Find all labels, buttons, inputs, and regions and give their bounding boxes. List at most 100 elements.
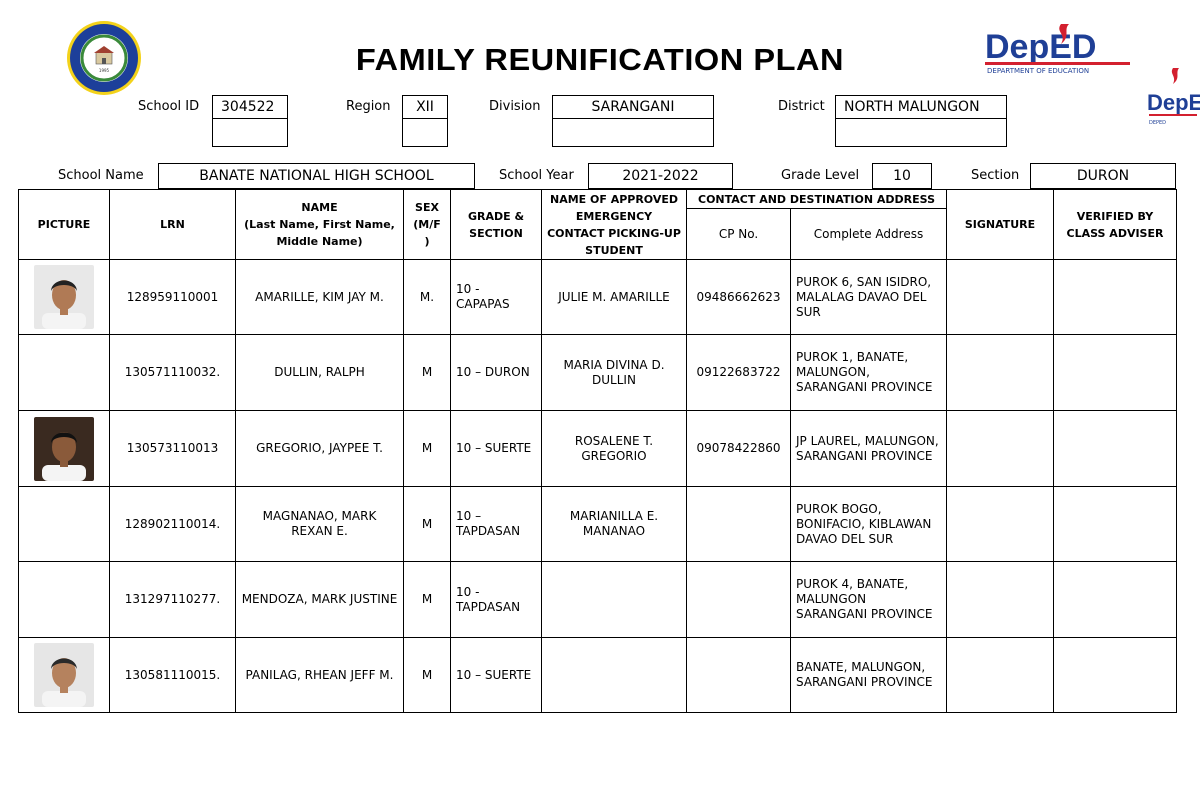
cell-grade: 10 - CAPAPAS	[450, 259, 542, 335]
cell-cp	[686, 486, 791, 562]
cell-picture	[18, 486, 110, 562]
cell-signature	[946, 410, 1054, 487]
cell-signature	[946, 259, 1054, 335]
cell-contact	[541, 561, 687, 638]
cell-contact: MARIA DIVINA D. DULLIN	[541, 334, 687, 411]
school-id-field-extra	[212, 119, 288, 147]
cell-sex: M	[403, 637, 451, 713]
cell-name: MENDOZA, MARK JUSTINE	[235, 561, 404, 638]
cell-address: BANATE, MALUNGON, SARANGANI PROVINCE	[790, 637, 947, 713]
division-field: SARANGANI	[552, 95, 714, 119]
grade-level-field: 10	[872, 163, 932, 189]
header-name: NAME (Last Name, First Name, Middle Name…	[235, 189, 404, 260]
header-grade-section: GRADE & SECTION	[450, 189, 542, 260]
cell-verified	[1053, 334, 1177, 411]
cell-verified	[1053, 561, 1177, 638]
division-field-extra	[552, 119, 714, 147]
cell-grade: 10 – TAPDASAN	[450, 486, 542, 562]
cell-name: AMARILLE, KIM JAY M.	[235, 259, 404, 335]
svg-text:DEPED: DEPED	[1149, 120, 1166, 126]
school-seal-logo: 1995	[66, 20, 142, 96]
cell-picture	[18, 259, 110, 335]
school-id-field: 304522	[212, 95, 288, 119]
school-name-label: School Name	[58, 168, 144, 183]
cell-grade: 10 – DURON	[450, 334, 542, 411]
student-photo	[34, 416, 94, 481]
division-label: Division	[489, 99, 541, 114]
svg-text:DepED: DepED	[1147, 90, 1200, 115]
cell-grade: 10 - TAPDASAN	[450, 561, 542, 638]
cell-sex: M	[403, 486, 451, 562]
grade-level-label: Grade Level	[781, 168, 860, 183]
cell-contact: JULIE M. AMARILLE	[541, 259, 687, 335]
cell-picture	[18, 410, 110, 487]
school-year-label: School Year	[499, 168, 574, 183]
cell-address: PUROK 1, BANATE, MALUNGON, SARANGANI PRO…	[790, 334, 947, 411]
district-field-extra	[835, 119, 1007, 147]
region-field: XII	[402, 95, 448, 119]
header-emergency-contact: NAME OF APPROVED EMERGENCY CONTACT PICKI…	[541, 189, 687, 260]
cell-address: PUROK 4, BANATE, MALUNGON SARANGANI PROV…	[790, 561, 947, 638]
cell-cp: 09122683722	[686, 334, 791, 411]
cell-lrn: 128902110014.	[109, 486, 236, 562]
cell-cp	[686, 637, 791, 713]
cell-name: GREGORIO, JAYPEE T.	[235, 410, 404, 487]
cell-signature	[946, 561, 1054, 638]
deped-small-logo: DepED DEPED	[1143, 66, 1200, 136]
deped-sub-label: DEPARTMENT OF EDUCATION	[987, 67, 1089, 75]
cell-sex: M.	[403, 259, 451, 335]
cell-sex: M	[403, 410, 451, 487]
cell-name: PANILAG, RHEAN JEFF M.	[235, 637, 404, 713]
cell-sex: M	[403, 561, 451, 638]
header-picture: PICTURE	[18, 189, 110, 260]
cell-contact: MARIANILLA E. MANANAO	[541, 486, 687, 562]
school-id-label: School ID	[138, 99, 200, 114]
header-cp-no: CP No.	[686, 208, 791, 260]
district-label: District	[778, 99, 825, 114]
cell-name: DULLIN, RALPH	[235, 334, 404, 411]
header-sex: SEX (M/F )	[403, 189, 451, 260]
cell-lrn: 130573110013	[109, 410, 236, 487]
district-field: NORTH MALUNGON	[835, 95, 1007, 119]
cell-grade: 10 – SUERTE	[450, 410, 542, 487]
header-contact-group: CONTACT AND DESTINATION ADDRESS	[686, 189, 947, 209]
header-name-sub: (Last Name, First Name, Middle Name)	[244, 218, 395, 248]
cell-picture	[18, 637, 110, 713]
header-signature: SIGNATURE	[946, 189, 1054, 260]
cell-cp	[686, 561, 791, 638]
cell-signature	[946, 486, 1054, 562]
cell-cp: 09486662623	[686, 259, 791, 335]
cell-picture	[18, 561, 110, 638]
cell-verified	[1053, 410, 1177, 487]
student-photo	[34, 265, 94, 329]
header-name-title: NAME	[301, 201, 338, 214]
cell-lrn: 130571110032.	[109, 334, 236, 411]
cell-sex: M	[403, 334, 451, 411]
cell-verified	[1053, 637, 1177, 713]
cell-lrn: 130581110015.	[109, 637, 236, 713]
deped-logo: DepED DEPARTMENT OF EDUCATION	[983, 22, 1133, 78]
school-year-field: 2021-2022	[588, 163, 733, 189]
page-title: FAMILY REUNIFICATION PLAN	[355, 42, 845, 77]
svg-text:DepED: DepED	[985, 28, 1096, 66]
cell-verified	[1053, 486, 1177, 562]
cell-address: PUROK 6, SAN ISIDRO, MALALAG DAVAO DEL S…	[790, 259, 947, 335]
student-photo	[34, 643, 94, 707]
cell-contact: ROSALENE T. GREGORIO	[541, 410, 687, 487]
school-name-field: BANATE NATIONAL HIGH SCHOOL	[158, 163, 475, 189]
cell-address: PUROK BOGO, BONIFACIO, KIBLAWAN DAVAO DE…	[790, 486, 947, 562]
cell-verified	[1053, 259, 1177, 335]
cell-lrn: 128959110001	[109, 259, 236, 335]
cell-cp: 09078422860	[686, 410, 791, 487]
reunification-table: PICTURE LRN NAME (Last Name, First Name,…	[18, 189, 1177, 713]
cell-lrn: 131297110277.	[109, 561, 236, 638]
svg-text:1995: 1995	[99, 68, 110, 73]
section-label: Section	[971, 168, 1020, 183]
cell-name: MAGNANAO, MARK REXAN E.	[235, 486, 404, 562]
cell-signature	[946, 334, 1054, 411]
